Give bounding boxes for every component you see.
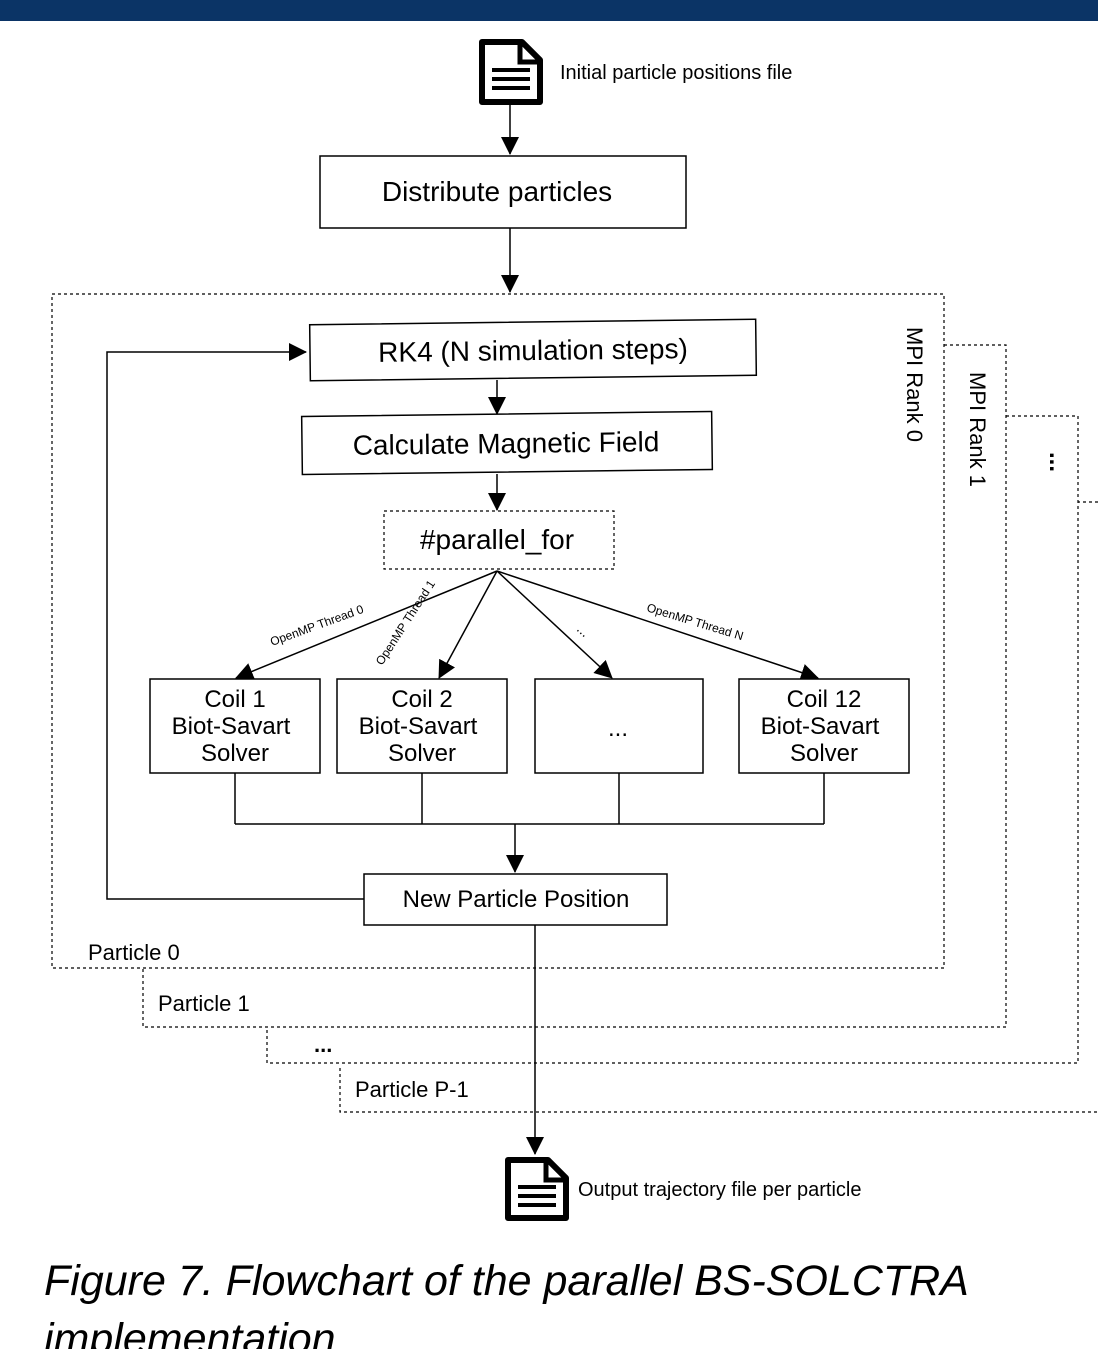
coil-dots-label: ... [608,715,628,742]
header-bar [0,0,1098,21]
output-file-document-icon [505,1157,569,1221]
new-position-box [363,873,668,926]
particle1-label: Particle 1 [158,991,250,1016]
rank0-frame [51,293,945,969]
coil-12-line1: Coil 12 [787,686,862,713]
parallel-for-label: #parallel_for [420,524,574,555]
coil-12-line2: Biot-Savart [761,713,880,740]
new-position-label: New Particle Position [403,886,630,913]
rank-more-label: ... [1044,452,1071,472]
calc-field-box [300,410,714,476]
rk4-box [308,318,758,382]
coil-2-line3: Solver [388,740,456,767]
coil-1-line3: Solver [201,740,269,767]
rank1-frame [142,344,1007,1028]
distribute-box [319,155,687,229]
coil-1-line2: Biot-Savart [172,713,291,740]
rank-more-frame [266,415,1079,1064]
thread0-label: OpenMP Thread 0 [268,602,365,649]
figure-caption: Figure 7. Flowchart of the parallel BS-S… [44,1252,1098,1349]
particle0-label: Particle 0 [88,940,180,965]
distribute-label: Distribute particles [382,176,612,207]
particle-more-label: ... [314,1032,332,1057]
merge-connector [234,773,825,825]
loop-back-arrow [106,343,364,900]
caption-line1: Figure 7. Flowchart of the parallel BS-S… [44,1257,969,1305]
coil-1-line1: Coil 1 [204,686,265,713]
parallel-for-box [383,510,615,570]
coil-1-box: Coil 1 Biot-Savart Solver [149,678,321,774]
caption-line2: implementation [44,1315,336,1349]
input-file-document-icon [479,39,543,105]
input-file-label: Initial particle positions file [560,62,792,84]
coil-2-line1: Coil 2 [391,686,452,713]
thread-dots-label: ... [574,620,593,640]
particle-last-frame-bottom [339,1068,1098,1113]
flowchart-diagram: Initial particle positions file Distribu… [51,39,1098,1221]
particle-last-label: Particle P-1 [355,1077,469,1102]
calc-field-label: Calculate Magnetic Field [353,426,660,461]
thread1-label: OpenMP Thread 1 [373,577,438,667]
rank1-label: MPI Rank 1 [965,372,990,487]
coil-12-box: Coil 12 Biot-Savart Solver [738,678,910,774]
rank0-label: MPI Rank 0 [902,327,927,442]
coil-dots-box: ... [534,678,704,774]
rk4-label: RK4 (N simulation steps) [378,333,688,368]
coil-2-line2: Biot-Savart [359,713,478,740]
coil-2-box: Coil 2 Biot-Savart Solver [336,678,508,774]
coil-12-line3: Solver [790,740,858,767]
output-file-label: Output trajectory file per particle [578,1179,861,1201]
